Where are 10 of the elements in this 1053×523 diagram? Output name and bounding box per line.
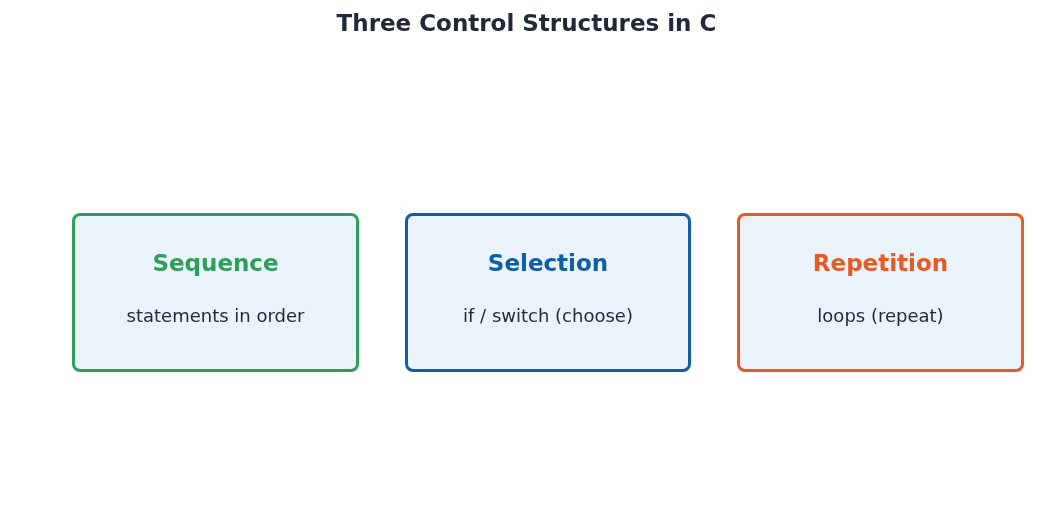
- structure-card: [405, 213, 691, 372]
- card-heading: Sequence: [152, 250, 279, 276]
- card-description: statements in order: [126, 305, 305, 326]
- card-description: if / switch (choose): [463, 305, 633, 326]
- diagram-title: Three Control Structures in C: [335, 10, 718, 36]
- card-heading: Repetition: [812, 250, 949, 276]
- card-heading: Selection: [487, 250, 609, 276]
- card-description: loops (repeat): [817, 305, 944, 326]
- structure-card: [737, 213, 1024, 372]
- structure-card: [72, 213, 359, 372]
